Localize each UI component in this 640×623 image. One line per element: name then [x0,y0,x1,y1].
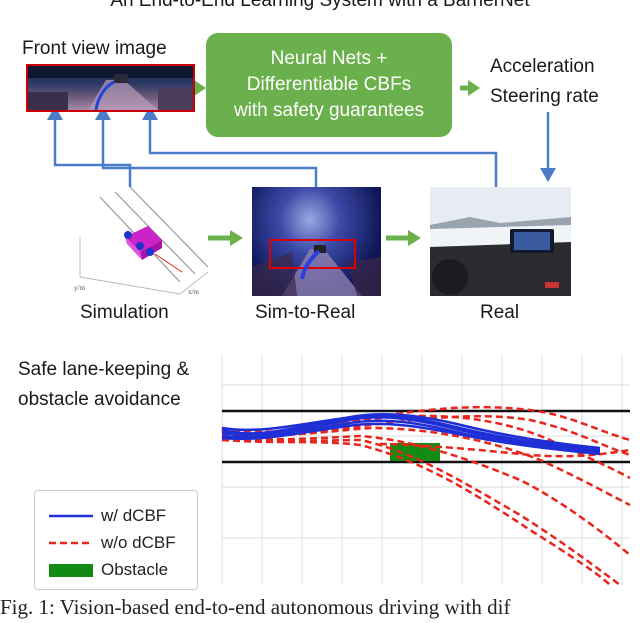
legend-obstacle: Obstacle [35,559,195,583]
legend-without-dcbf: w/o dCBF [35,532,195,556]
figure-caption: Fig. 1: Vision-based end-to-end autonomo… [0,595,511,619]
legend-obstacle-label: Obstacle [101,560,169,579]
sim-axis-y: y/m [74,284,85,292]
stage-simulation: Simulation [80,302,169,323]
legend-swatch-without [49,541,93,545]
model-box: Neural Nets + Differentiable CBFs with s… [206,33,452,137]
legend-without-label: w/o dCBF [101,533,176,552]
line-real-to-input [148,118,498,187]
plot-title-line-1: Safe lane-keeping & [18,359,190,380]
simulation-scene: y/m x/m [74,186,209,296]
trajectories-with-dcbf [221,413,601,456]
output-steering-rate: Steering rate [490,86,599,107]
stage-real: Real [480,302,520,323]
front-view-image [26,64,195,112]
stage-sim2real: Sim-to-Real [255,302,356,323]
model-line-3: with safety guarantees [233,100,425,121]
sim-axis-x: x/m [188,288,199,296]
plot-legend: w/ dCBF w/o dCBF Obstacle [34,490,198,590]
legend-swatch-with [49,514,93,518]
legend-with-dcbf: w/ dCBF [35,505,195,529]
plot-title-line-2: obstacle avoidance [18,389,181,410]
obstacle [390,443,440,461]
figure-title: An End-to-End Learning System with a Bar… [110,0,530,11]
real-image [430,187,571,296]
simulation-image: y/m x/m [70,182,210,297]
sim2real-image [252,187,381,296]
legend-with-label: w/ dCBF [101,506,167,525]
front-view-scene [28,66,193,110]
front-view-label: Front view image [22,38,167,59]
legend-swatch-obstacle [49,564,93,577]
sim2real-scene [252,239,381,296]
model-line-2: Differentiable CBFs [246,74,412,95]
model-line-1: Neural Nets + [270,48,388,69]
line-sim-to-input [53,118,132,187]
real-scene [430,187,571,296]
output-acceleration: Acceleration [490,56,595,77]
line-sim2real-to-input [101,118,318,187]
